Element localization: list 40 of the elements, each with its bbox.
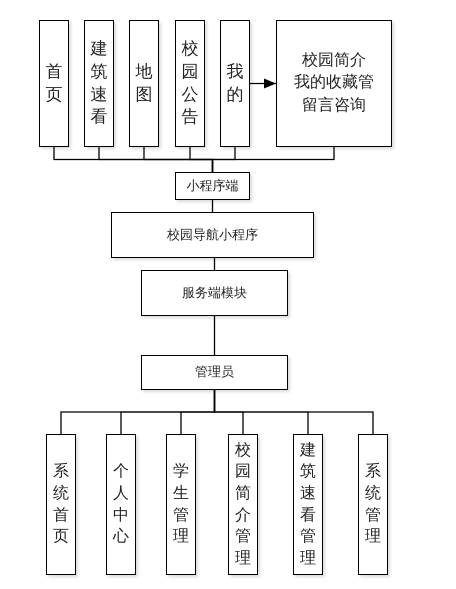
process-box [166, 434, 196, 575]
process-box [46, 434, 76, 575]
process-box [106, 434, 136, 575]
box-label: 学生管理 [173, 462, 189, 548]
box-label: 个人中心 [113, 462, 129, 548]
process-box [220, 20, 250, 147]
connector-line [214, 316, 216, 355]
box-label: 建筑速看管理 [300, 440, 316, 569]
box-label: 系统首页 [53, 462, 69, 548]
box-label: 我的 [226, 60, 244, 106]
process-box [175, 172, 250, 200]
box-label: 校园简介管理 [235, 440, 251, 569]
process-box [276, 20, 392, 147]
box-label: 服务端模块 [182, 284, 247, 302]
box-label: 校园导航小程序 [167, 226, 258, 244]
process-box [129, 20, 159, 147]
connector-line [212, 147, 335, 172]
box-label: 校园公告 [182, 38, 198, 128]
box-label: 校园简介 [302, 50, 366, 71]
box-label: 系统管理 [365, 462, 381, 548]
arrow [250, 78, 276, 88]
process-box [111, 212, 314, 258]
process-box [141, 270, 288, 316]
process-box [228, 434, 258, 575]
connector-line [214, 258, 216, 270]
connector-line [214, 390, 374, 434]
process-box [141, 355, 288, 390]
box-label: 小程序端 [186, 176, 238, 195]
process-box [175, 20, 205, 147]
process-box [39, 20, 69, 147]
box-label: 建筑速看 [90, 38, 108, 128]
process-box [358, 434, 388, 575]
process-box [293, 434, 323, 575]
connector-line [212, 200, 214, 212]
process-box [84, 20, 114, 147]
box-label: 地图 [136, 60, 152, 106]
box-label: 留言咨询 [302, 96, 366, 116]
box-label: 首页 [46, 60, 62, 106]
box-label: 我的收藏管 [294, 72, 374, 94]
box-label: 管理员 [195, 363, 234, 382]
